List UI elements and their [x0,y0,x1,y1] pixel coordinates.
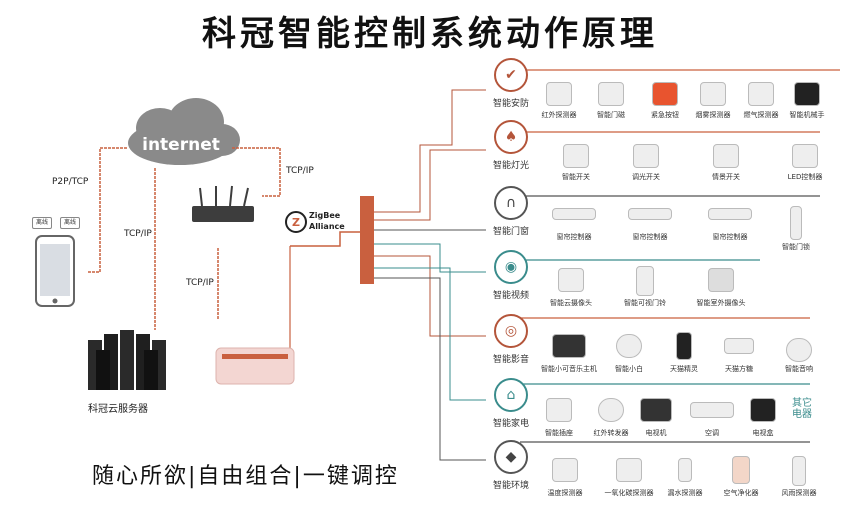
device-label: 情景开关 [712,173,740,181]
device-label: 红外转发器 [593,429,629,437]
slogan: 随心所欲|自由组合|一键调控 [92,464,399,489]
device-label: 红外探测器 [541,111,577,119]
cloud-server-icon [88,330,166,390]
device-label: 智能音响 [785,365,813,373]
camera-icon: ◉ [494,250,528,284]
device-label: 烟雾探测器 [695,111,731,119]
lamp-icon: ♠ [494,120,528,154]
zigbee-logo-icon [285,211,307,233]
device-label: 调光开关 [632,173,660,181]
device-label: 空调 [705,429,719,437]
device-label: LED控制器 [787,173,823,181]
device-label: 智能可视门铃 [624,299,666,307]
device-label: 电视盒 [752,429,774,437]
svg-text:Z: Z [292,216,300,229]
internet-cloud [128,98,240,165]
device-label: 风雨探测器 [781,489,817,497]
zigbee-line2: Alliance [309,222,345,231]
speaker-icon: ◎ [494,314,528,348]
p2p-label: P2P/TCP [52,177,89,187]
router-icon [192,185,254,222]
category-label: 智能门窗 [492,227,529,237]
droplet-icon: ◆ [494,440,528,474]
server-label: 科冠云服务器 [88,404,148,415]
phone-badge: 离线 [60,217,80,229]
device-label: 智能门磁 [597,111,625,119]
phone-icon [35,235,75,307]
device-label: 智能机械手 [789,111,825,119]
device-label: 智能小白 [615,365,643,373]
device-label: 窗帘控制器 [632,233,668,241]
other-appliances-label: 其它 电器 [792,398,812,420]
category-label: 智能影音 [492,355,529,365]
phone-badge: 离线 [32,217,52,229]
category-label: 智能家电 [492,419,529,429]
category-label: 智能视频 [492,291,529,301]
device-label: 窗帘控制器 [556,233,592,241]
shield-icon: ✔ [494,58,528,92]
device-label: 智能插座 [545,429,573,437]
device-label: 紧急按钮 [651,111,679,119]
device-label: 窗帘控制器 [712,233,748,241]
gateway-icon [215,347,295,385]
device-label: 智能云摄像头 [550,299,592,307]
tcp-label-top: TCP/IP [286,166,314,176]
device-label: 漏水探测器 [667,489,703,497]
house-icon: ⌂ [494,378,528,412]
page-title: 科冠智能控制系统动作原理 [202,14,658,54]
device-label: 空气净化器 [723,489,759,497]
device-label: 燃气探测器 [743,111,779,119]
zigbee-line1: ZigBee [309,211,341,220]
device-label: 一氧化碳探测器 [604,489,654,497]
category-label: 智能灯光 [492,161,529,171]
device-label: 智能室外摄像头 [696,299,746,307]
zigbee-hub [360,196,374,284]
window-icon: ∩ [494,186,528,220]
tcp-label-mid: TCP/IP [186,278,214,288]
device-label: 温度探测器 [547,489,583,497]
device-label: 智能门锁 [782,243,810,251]
category-label: 智能安防 [492,99,529,109]
device-label: 电视机 [645,429,667,437]
device-label: 天猫精灵 [670,365,698,373]
tcp-label-left: TCP/IP [124,229,152,239]
category-label: 智能环境 [492,481,529,491]
device-label: 智能小可音乐主机 [541,365,597,373]
device-label: 天猫方糖 [725,365,753,373]
internet-label: internet [142,135,220,155]
device-label: 智能开关 [562,173,590,181]
